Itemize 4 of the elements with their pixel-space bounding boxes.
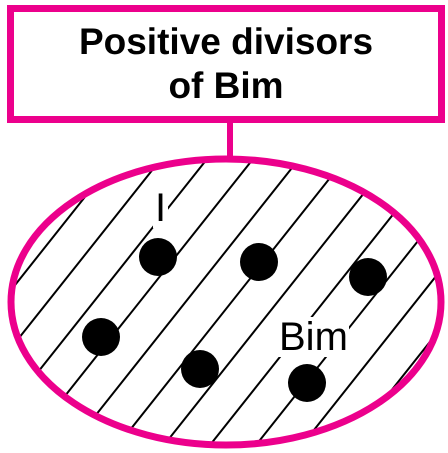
element-label: Bim — [278, 317, 349, 357]
box-heading: Positive divisors of Bim — [78, 20, 374, 108]
title-box — [7, 5, 445, 123]
connector-line — [227, 123, 233, 158]
